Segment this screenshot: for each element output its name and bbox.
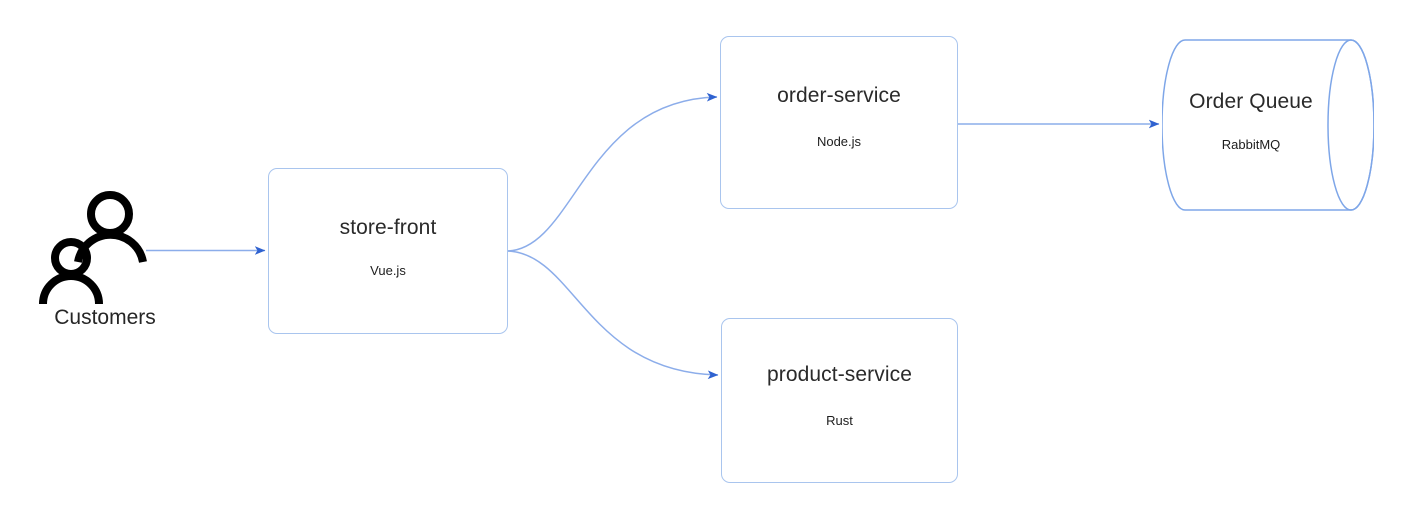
node-store-front-subtitle: Vue.js bbox=[370, 263, 406, 279]
node-order-queue-subtitle: RabbitMQ bbox=[1221, 137, 1281, 153]
actor-customers[interactable]: Customers bbox=[30, 190, 180, 335]
two-people-icon bbox=[39, 191, 147, 305]
node-order-queue-labels: Order Queue RabbitMQ bbox=[1162, 38, 1340, 212]
node-store-front[interactable]: store-front Vue.js bbox=[268, 168, 508, 334]
node-order-queue[interactable]: Order Queue RabbitMQ bbox=[1162, 38, 1374, 212]
cylinder-shape bbox=[1162, 39, 1374, 211]
node-product-service-subtitle: Rust bbox=[826, 412, 853, 428]
node-store-front-title: store-front bbox=[339, 215, 437, 239]
actor-customers-label: Customers bbox=[54, 306, 156, 329]
node-order-service-title: order-service bbox=[777, 83, 901, 107]
node-order-queue-title: Order Queue bbox=[1189, 89, 1313, 113]
node-order-service-subtitle: Node.js bbox=[816, 134, 862, 150]
node-product-service-title: product-service bbox=[766, 363, 913, 387]
node-order-service[interactable]: order-service Node.js bbox=[720, 36, 958, 209]
node-product-service[interactable]: product-service Rust bbox=[721, 318, 958, 483]
